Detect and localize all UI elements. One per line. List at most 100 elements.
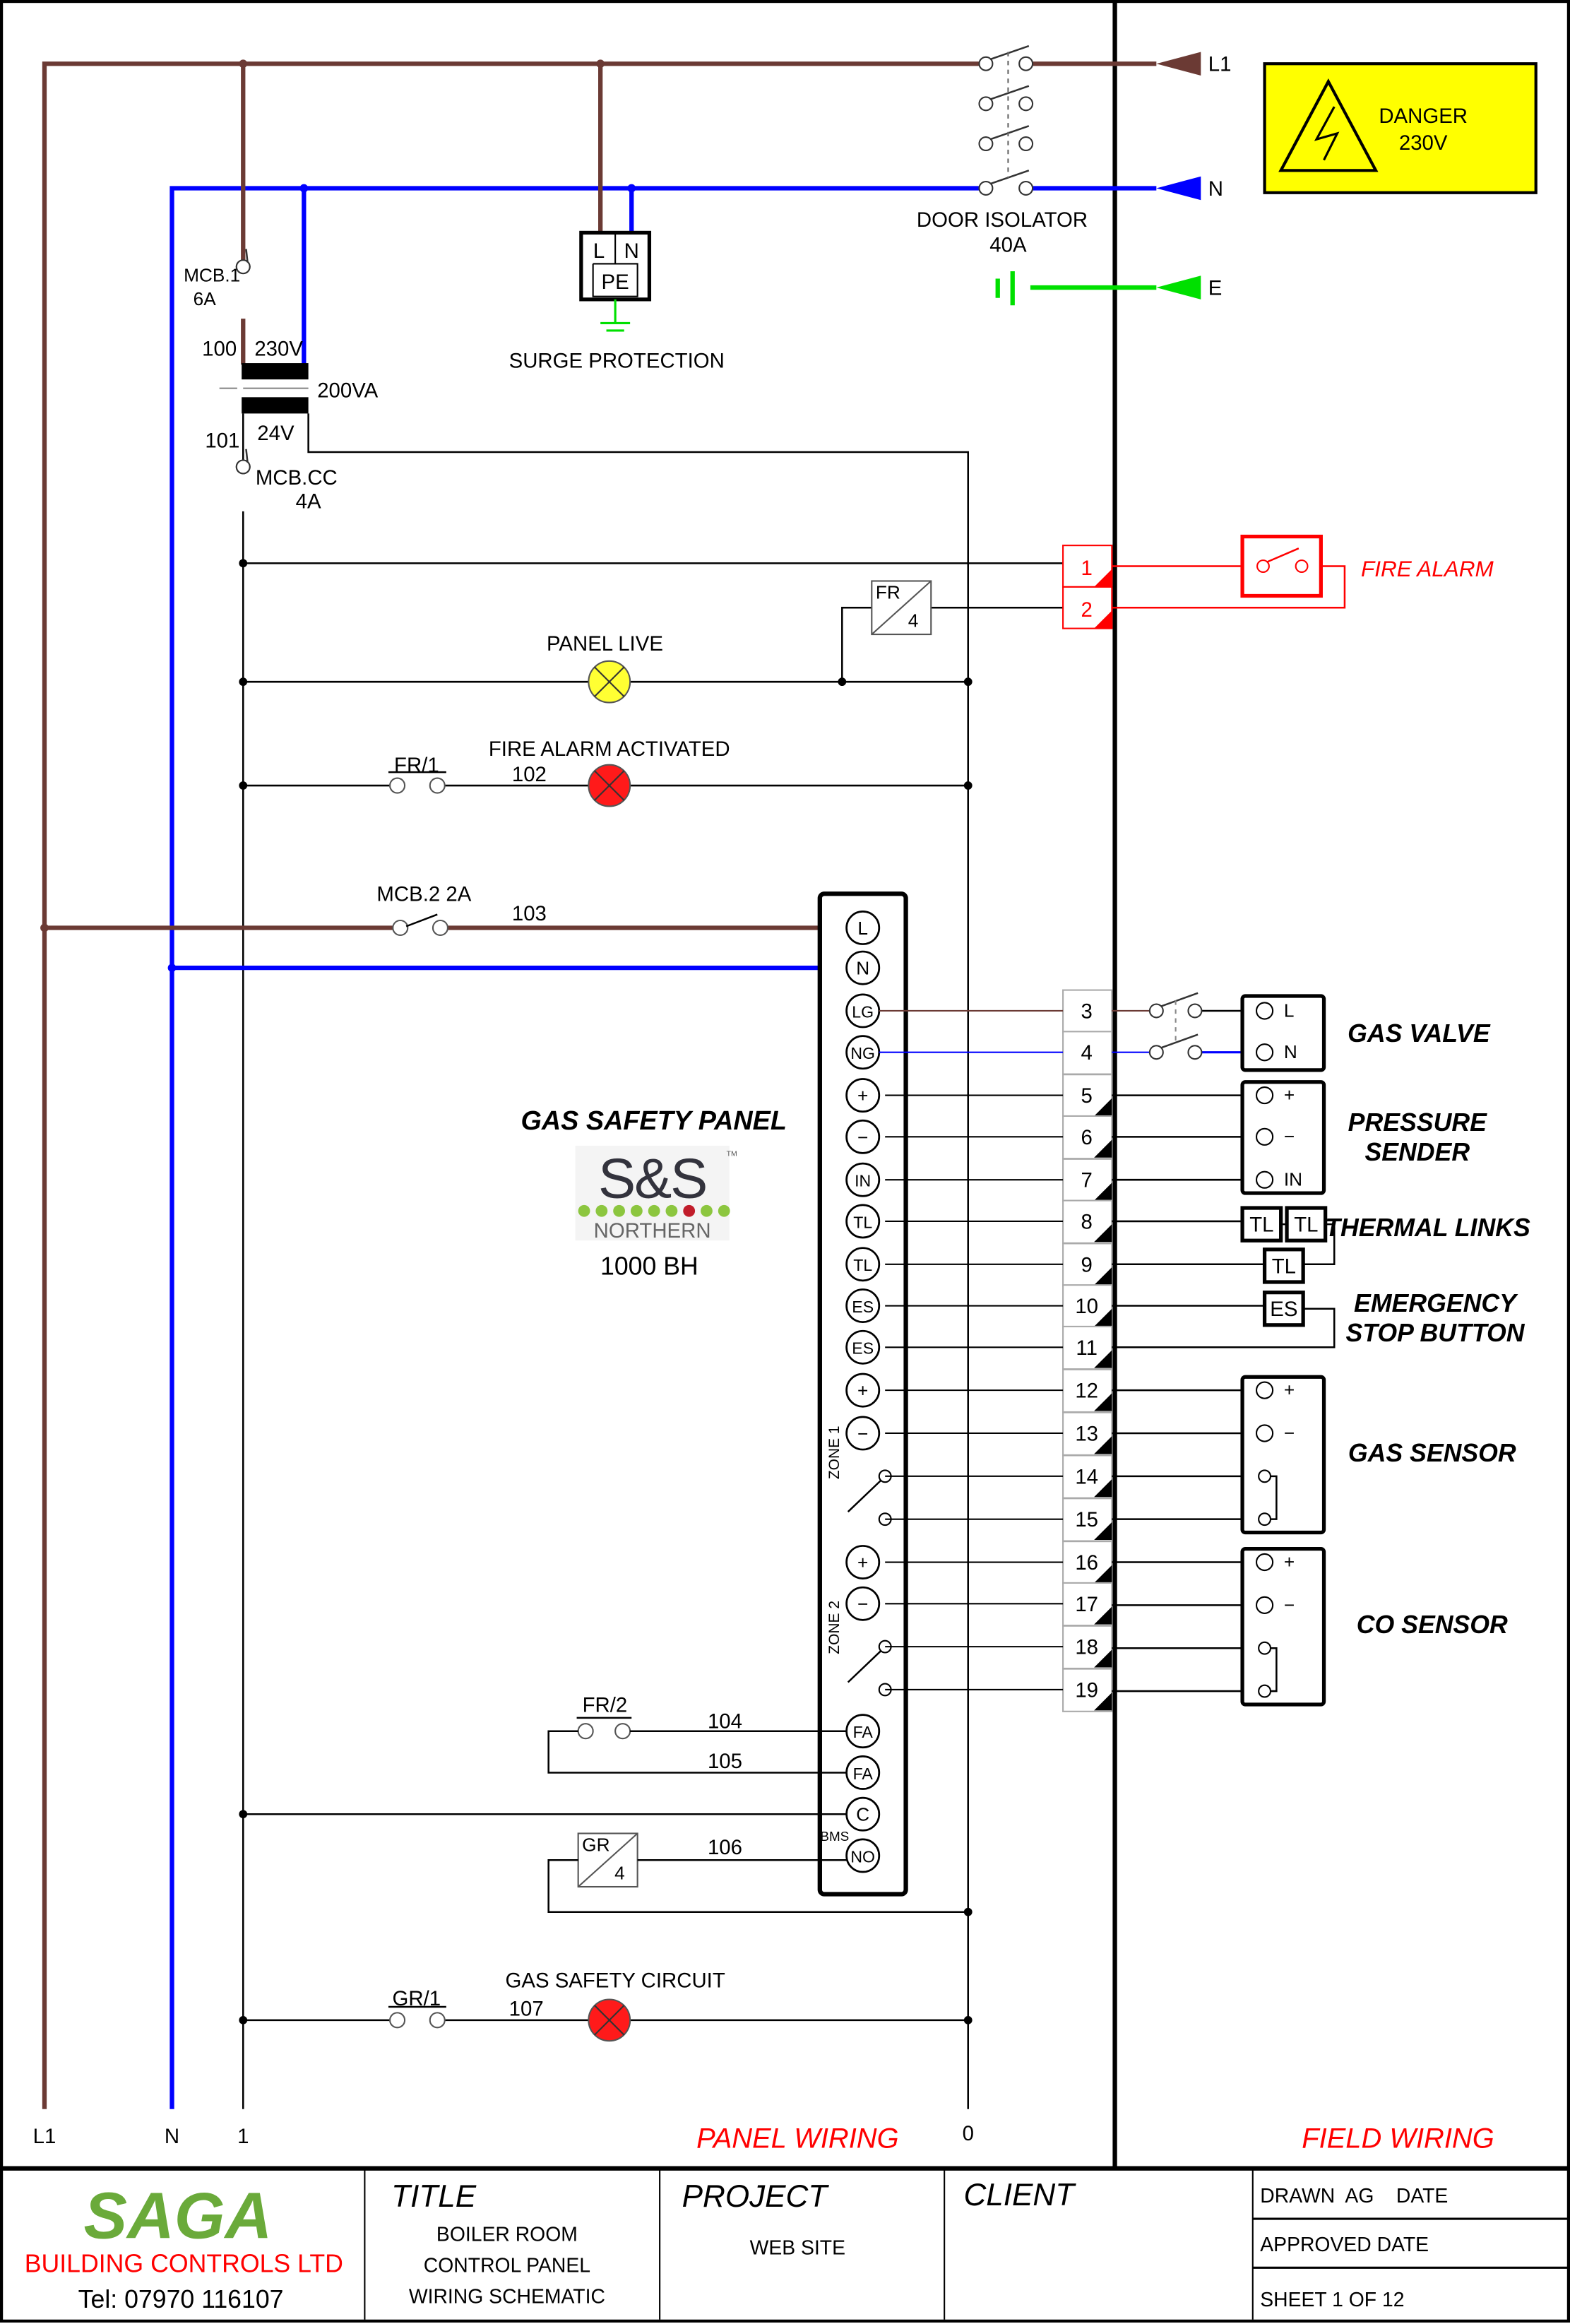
fr1-label: FR/1 <box>394 754 439 777</box>
logo-northern: NORTHERN <box>594 1219 711 1243</box>
panel-terminal: + <box>845 1373 881 1408</box>
contact-blade <box>847 1480 881 1513</box>
fire-relay-label: FR <box>876 582 900 603</box>
door-isolator-rating: 40A <box>989 234 1027 257</box>
co-sensor: +− <box>1240 1547 1326 1707</box>
gas-relay-number: 4 <box>614 1863 625 1884</box>
live-supply-wire <box>42 61 986 2109</box>
transformer-primary-voltage: 230V <box>254 338 303 361</box>
client-heading: CLIENT <box>963 2178 1076 2212</box>
fire-alarm-activated-label: FIRE ALARM ACTIVATED <box>489 737 730 761</box>
fr1-contact <box>388 771 446 794</box>
device-terminal <box>1255 1127 1274 1146</box>
junction-dot <box>963 1907 973 1916</box>
terminal-label: TL <box>853 1256 872 1274</box>
wire-number-101: 101 <box>205 429 239 453</box>
terminal-marker <box>1094 1350 1112 1368</box>
fire-relay-number: 4 <box>908 610 919 632</box>
field-terminal-number: 12 <box>1075 1380 1098 1403</box>
logo-dot <box>683 1204 696 1217</box>
wire-number-107: 107 <box>509 1998 544 2021</box>
field-terminal-number: 18 <box>1075 1636 1098 1659</box>
contact-terminal <box>389 2012 406 2029</box>
field-terminal-number: 13 <box>1075 1422 1098 1445</box>
terminal-circle <box>845 911 881 945</box>
logo-dot <box>578 1204 590 1217</box>
switch-terminal <box>1018 180 1034 196</box>
supply-label-n: N <box>1208 177 1223 201</box>
device-box <box>1240 1375 1326 1535</box>
terminal-marker <box>1094 1606 1112 1625</box>
contact-terminal <box>577 1723 594 1740</box>
field-terminal-6: 6 <box>1062 1115 1113 1160</box>
rail-label-1: 1 <box>237 2125 249 2148</box>
terminal-label: LG <box>852 1002 874 1021</box>
terminal-circle <box>845 1247 881 1282</box>
terminal-circle <box>845 1078 881 1113</box>
junction-dot <box>963 781 973 790</box>
junction-dot <box>963 2015 973 2024</box>
danger-label: DANGER <box>1379 105 1468 128</box>
mcbcc-switch <box>235 449 251 475</box>
switch-blade <box>989 45 1030 61</box>
fire-relay: FR 4 <box>871 580 932 636</box>
fire-terminal-number: 1 <box>1081 557 1093 580</box>
field-terminal-number: 19 <box>1075 1678 1098 1702</box>
panel-live-label: PANEL LIVE <box>547 632 663 656</box>
device-terminal <box>1255 1596 1274 1614</box>
switch-blade <box>1160 992 1199 1007</box>
device-terminal-label: + <box>1284 1084 1295 1105</box>
panel-terminal: − <box>845 1416 881 1451</box>
panel-terminal: TL <box>845 1204 881 1239</box>
pressure-sender-label: SENDER <box>1364 1138 1470 1166</box>
switch-terminal <box>978 56 994 71</box>
terminal-circle <box>845 1329 881 1365</box>
transformer-rating: 200VA <box>317 379 378 402</box>
terminal-label: − <box>857 1594 868 1615</box>
switch-terminal <box>235 459 251 475</box>
gas-sensor: +− <box>1240 1375 1326 1535</box>
field-terminal-4: 4 <box>1062 1031 1113 1075</box>
switch-blade <box>1160 1033 1199 1049</box>
field-terminal-number: 4 <box>1081 1041 1093 1065</box>
terminal-label: C <box>856 1804 869 1825</box>
terminal-label: + <box>857 1380 868 1401</box>
gas-relay-return <box>547 1859 968 1913</box>
terminal-marker <box>1094 1565 1112 1583</box>
terminal-circle <box>845 1162 881 1197</box>
field-terminal-number: 16 <box>1075 1551 1098 1575</box>
terminal-label: IN <box>855 1172 871 1190</box>
wire-number-103: 103 <box>512 902 547 925</box>
switch-terminal <box>1256 559 1270 573</box>
contact-blade <box>847 1650 881 1683</box>
field-terminal-8: 8 <box>1062 1199 1113 1244</box>
switch-blade <box>245 449 249 463</box>
switch-terminal <box>1187 1045 1203 1060</box>
field-terminal-number: 10 <box>1075 1295 1098 1318</box>
mcbcc-rating: 4A <box>296 490 321 514</box>
fire-terminal-1: 1 <box>1062 545 1113 588</box>
fire-alarm-box <box>1240 534 1323 598</box>
device-label: TL <box>1294 1214 1318 1237</box>
transformer-secondary-voltage: 24V <box>257 422 295 445</box>
device-terminal-label: IN <box>1284 1169 1302 1190</box>
wire-105 <box>547 1730 847 1774</box>
field-terminal-5: 5 <box>1062 1074 1113 1118</box>
switch-blade <box>989 170 1030 185</box>
switch-terminal <box>1148 1003 1164 1019</box>
company-phone: Tel: 07970 116107 <box>78 2285 284 2313</box>
project-value: WEB SITE <box>750 2236 845 2259</box>
emergency-stop-button: ES <box>1262 1291 1305 1327</box>
switch-terminal <box>978 136 994 152</box>
logo-dot <box>718 1204 730 1217</box>
mcb1-switch <box>235 249 251 275</box>
field-terminal-number: 15 <box>1075 1508 1098 1531</box>
device-terminal <box>1255 1424 1274 1442</box>
field-terminal-9: 9 <box>1062 1243 1113 1287</box>
field-terminal-number: 14 <box>1075 1465 1098 1488</box>
field-terminal-number: 8 <box>1081 1210 1093 1233</box>
terminal-marker <box>1094 1267 1112 1286</box>
terminal-circle <box>845 1119 881 1154</box>
